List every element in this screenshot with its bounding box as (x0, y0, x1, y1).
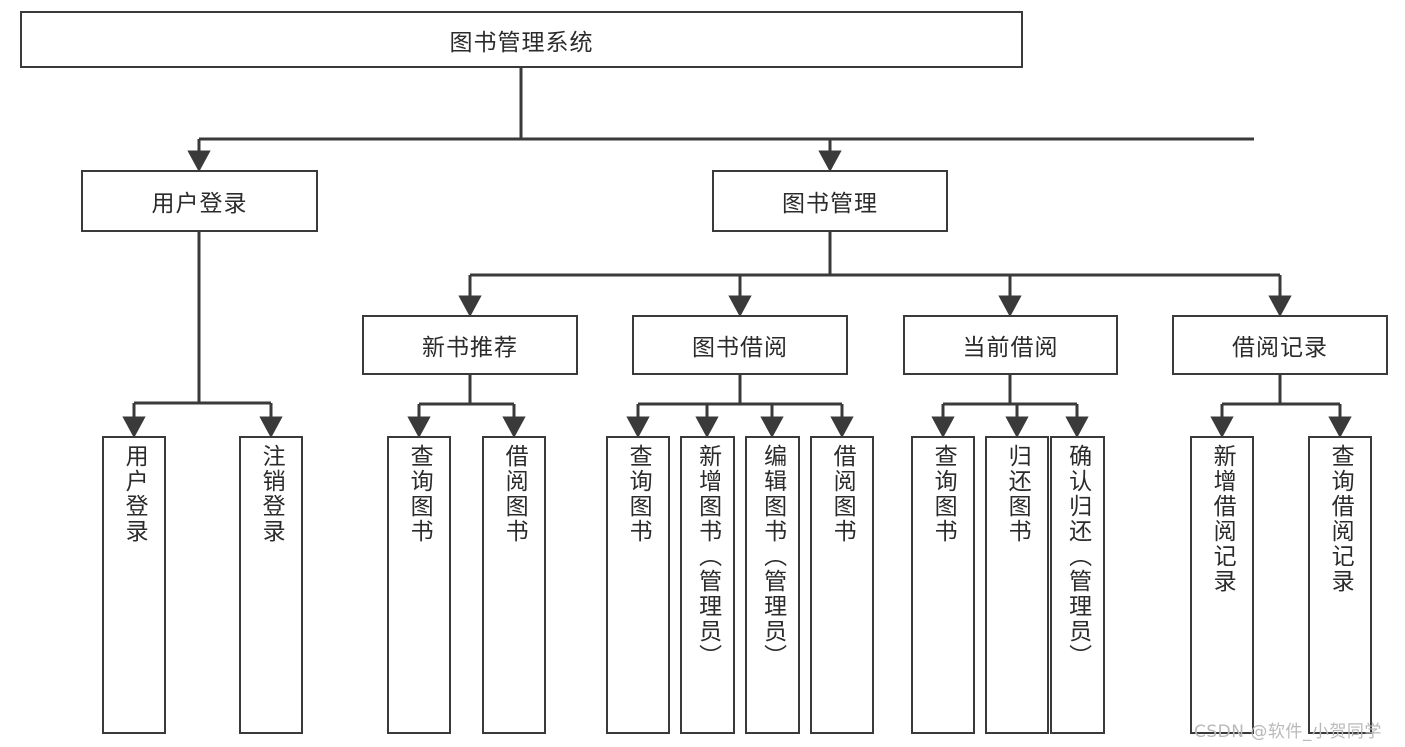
node-user-login[interactable]: 用户登录 (81, 170, 318, 232)
node-leaf-query-book-2-label: 查询图书 (625, 444, 652, 544)
node-new-book-rec[interactable]: 新书推荐 (362, 315, 578, 375)
node-leaf-add-record[interactable]: 新增借阅记录 (1190, 436, 1254, 734)
node-leaf-query-book-3[interactable]: 查询图书 (911, 436, 975, 734)
node-leaf-logout-label: 注销登录 (258, 444, 285, 544)
node-book-borrow[interactable]: 图书借阅 (632, 315, 848, 375)
node-leaf-query-book-2[interactable]: 查询图书 (606, 436, 670, 734)
node-user-login-label: 用户登录 (151, 191, 248, 217)
node-leaf-confirm-return-label: 确认归还（管理员） (1064, 444, 1091, 669)
node-leaf-confirm-return[interactable]: 确认归还（管理员） (1050, 436, 1105, 734)
node-leaf-borrow-book-2[interactable]: 借阅图书 (810, 436, 874, 734)
node-leaf-query-record[interactable]: 查询借阅记录 (1308, 436, 1372, 734)
node-root-label: 图书管理系统 (449, 29, 594, 56)
node-leaf-user-login-label: 用户登录 (121, 444, 148, 544)
node-leaf-add-book-label: 新增图书（管理员） (694, 444, 721, 669)
node-leaf-edit-book-label: 编辑图书（管理员） (759, 444, 786, 669)
node-current-borrow[interactable]: 当前借阅 (903, 315, 1118, 375)
node-new-book-rec-label: 新书推荐 (422, 335, 518, 361)
csdn-watermark: CSDN @软件_小贺同学 (1194, 722, 1382, 742)
node-leaf-user-login[interactable]: 用户登录 (102, 436, 166, 734)
node-leaf-return-book[interactable]: 归还图书 (985, 436, 1049, 734)
node-leaf-borrow-book-1[interactable]: 借阅图书 (482, 436, 546, 734)
node-book-manage-label: 图书管理 (782, 191, 878, 217)
node-leaf-query-record-label: 查询借阅记录 (1327, 444, 1354, 594)
node-leaf-borrow-book-2-label: 借阅图书 (829, 444, 856, 544)
node-current-borrow-label: 当前借阅 (962, 335, 1059, 361)
node-leaf-return-book-label: 归还图书 (1004, 444, 1031, 544)
node-leaf-query-book-1-label: 查询图书 (406, 444, 433, 544)
node-leaf-add-record-label: 新增借阅记录 (1209, 444, 1236, 594)
node-leaf-logout[interactable]: 注销登录 (239, 436, 303, 734)
node-leaf-borrow-book-1-label: 借阅图书 (501, 444, 528, 544)
node-leaf-query-book-1[interactable]: 查询图书 (387, 436, 451, 734)
node-leaf-edit-book[interactable]: 编辑图书（管理员） (745, 436, 800, 734)
node-borrow-record-label: 借阅记录 (1232, 335, 1328, 361)
node-book-manage[interactable]: 图书管理 (712, 170, 948, 232)
node-root[interactable]: 图书管理系统 (20, 11, 1023, 68)
node-borrow-record[interactable]: 借阅记录 (1172, 315, 1388, 375)
node-book-borrow-label: 图书借阅 (692, 335, 788, 361)
node-leaf-query-book-3-label: 查询图书 (930, 444, 957, 544)
node-leaf-add-book[interactable]: 新增图书（管理员） (680, 436, 735, 734)
